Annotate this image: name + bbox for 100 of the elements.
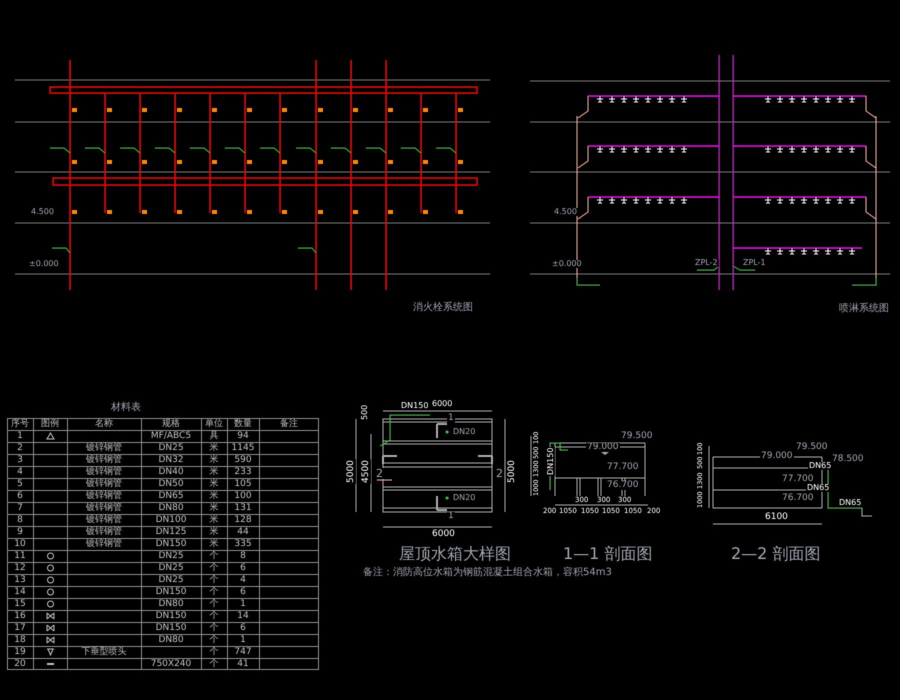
pipe-size-label: DN65 (838, 499, 862, 507)
elevation-label: 79.000 (760, 452, 794, 461)
dimension-text: 4500 (362, 459, 371, 484)
quantity-text: 44 (237, 528, 249, 536)
quantity-text: 6 (240, 588, 246, 596)
quantity-text: 41 (237, 660, 249, 668)
riser-label: ZPL-2 (694, 259, 719, 267)
unit-text: 个 (210, 552, 218, 560)
pipe-size-label: DN150 (547, 446, 555, 476)
elevation-label: 77.700 (781, 475, 814, 484)
note-text: 备注：消防高位水箱为钢筋混凝土组合水箱，容积54m3 (362, 568, 613, 578)
item-number: 3 (17, 456, 23, 464)
pipe-size-label: DN150 (400, 402, 430, 410)
unit-text: 具 (210, 432, 218, 440)
spec-text: DN32 (158, 456, 184, 464)
spec-text: DN25 (158, 564, 184, 572)
spec-text: DN150 (156, 588, 186, 596)
elevation-label: 4.500 (553, 208, 578, 216)
item-number: 2 (17, 444, 23, 452)
item-name: 镀锌钢管 (86, 540, 122, 548)
elevation-label: 77.700 (606, 463, 640, 472)
header-text: 备注 (280, 420, 298, 428)
section-mark: 1 (447, 512, 455, 521)
elevation-label: 4.500 (30, 208, 55, 216)
item-number: 20 (14, 660, 26, 668)
unit-text: 米 (210, 444, 218, 452)
spec-text: DN80 (158, 600, 184, 608)
unit-text: 米 (210, 456, 218, 464)
item-number: 18 (14, 636, 26, 644)
unit-text: 个 (210, 636, 218, 644)
unit-text: 米 (210, 516, 218, 524)
unit-text: 个 (210, 624, 218, 632)
elevation-label: 79.500 (620, 432, 654, 441)
quantity-text: 6 (240, 564, 246, 572)
elevation-label: 76.700 (606, 481, 640, 490)
unit-text: 米 (210, 492, 218, 500)
quantity-text: 94 (237, 432, 249, 440)
item-number: 19 (14, 648, 26, 656)
unit-text: 个 (210, 576, 218, 584)
quantity-text: 131 (234, 504, 252, 512)
elevation-label: 79.500 (795, 443, 828, 452)
header-text: 序号 (11, 420, 29, 428)
spec-text: DN100 (156, 516, 186, 524)
quantity-text: 105 (234, 480, 252, 488)
spec-text: DN125 (156, 528, 186, 536)
unit-text: 米 (210, 528, 218, 536)
dimension-text: 5000 (347, 459, 356, 484)
quantity-text: 14 (237, 612, 249, 620)
item-number: 17 (14, 624, 26, 632)
drawing-title: 喷淋系统图 (838, 304, 890, 314)
item-name: 镀锌钢管 (86, 456, 122, 464)
quantity-text: 1 (240, 600, 246, 608)
item-number: 12 (14, 564, 26, 572)
unit-text: 个 (210, 648, 218, 656)
item-number: 1 (17, 432, 23, 440)
spec-text: DN80 (158, 636, 184, 644)
header-text: 名称 (95, 420, 113, 428)
spec-text: DN65 (158, 492, 184, 500)
header-text: 图例 (41, 420, 59, 428)
quantity-text: 8 (240, 552, 246, 560)
quantity-text: 6 (240, 624, 246, 632)
item-number: 11 (14, 552, 26, 560)
item-number: 9 (17, 528, 23, 536)
item-name: 镀锌钢管 (86, 492, 122, 500)
elevation-label: 76.700 (781, 494, 814, 503)
unit-text: 米 (210, 480, 218, 488)
section-mark: 1 (447, 414, 455, 423)
quantity-text: 1 (240, 636, 246, 644)
drawing-title: 1—1 剖面图 (562, 546, 654, 562)
item-number: 7 (17, 504, 23, 512)
unit-text: 个 (210, 612, 218, 620)
item-number: 6 (17, 492, 23, 500)
spec-text: DN80 (158, 504, 184, 512)
spec-text: DN50 (158, 480, 184, 488)
spec-text: DN150 (156, 624, 186, 632)
item-number: 16 (14, 612, 26, 620)
elevation-label: 79.000 (586, 443, 620, 452)
quantity-text: 1145 (232, 444, 254, 452)
dimension-text: 6000 (431, 530, 456, 539)
header-text: 数量 (234, 420, 252, 428)
item-name: 镀锌钢管 (86, 528, 122, 536)
pipe-size-label: DN65 (808, 462, 832, 470)
header-text: 规格 (162, 420, 180, 428)
unit-text: 个 (210, 564, 218, 572)
pipe-size-label: DN20 (452, 494, 476, 502)
quantity-text: 590 (234, 456, 252, 464)
drawing-title: 屋顶水箱大样图 (398, 546, 512, 562)
item-name: 镀锌钢管 (86, 516, 122, 524)
spec-text: DN150 (156, 612, 186, 620)
quantity-text: 233 (234, 468, 252, 476)
elevation-label: ±0.000 (28, 260, 60, 268)
spec-text: MF/ABC5 (150, 432, 192, 440)
spec-text: DN150 (156, 540, 186, 548)
item-number: 4 (17, 468, 23, 476)
pipe-size-label: DN65 (806, 484, 830, 492)
dimension-text: 6100 (764, 513, 789, 522)
unit-text: 米 (210, 540, 218, 548)
item-name: 镀锌钢管 (86, 444, 122, 452)
item-name: 镀锌钢管 (86, 504, 122, 512)
drawing-title: 2—2 剖面图 (730, 546, 822, 562)
